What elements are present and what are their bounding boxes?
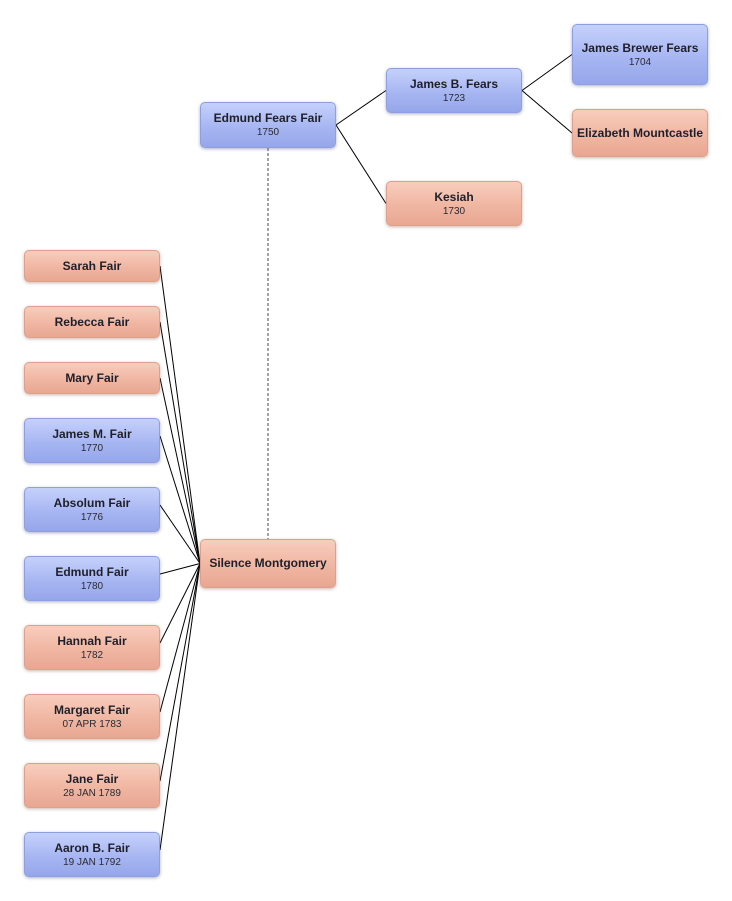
- child-link-mary-fair: [159, 377, 201, 564]
- person-name: James B. Fears: [409, 76, 499, 91]
- person-elizabeth-mountcastle[interactable]: Elizabeth Mountcastle: [572, 109, 708, 157]
- person-hannah-fair[interactable]: Hannah Fair 1782: [24, 625, 160, 670]
- person-year: 1704: [628, 56, 652, 68]
- person-jane-fair[interactable]: Jane Fair 28 JAN 1789: [24, 763, 160, 808]
- person-absolum-fair[interactable]: Absolum Fair 1776: [24, 487, 160, 532]
- child-link-jane-fair: [159, 563, 201, 782]
- person-silence-montgomery[interactable]: Silence Montgomery: [200, 539, 336, 588]
- person-name: Aaron B. Fair: [54, 840, 130, 855]
- person-year: 1750: [256, 127, 280, 138]
- parent-link-kesiah: [335, 124, 387, 204]
- person-name: Absolum Fair: [53, 495, 131, 510]
- person-name: Mary Fair: [65, 370, 119, 385]
- person-name: Elizabeth Mountcastle: [576, 125, 704, 140]
- person-name: James Brewer Fears: [581, 40, 699, 55]
- parent-link-elizabeth-mountcastle: [521, 90, 573, 134]
- person-year: 1723: [442, 92, 466, 104]
- person-name: Sarah Fair: [62, 258, 122, 273]
- person-aaron-b-fair[interactable]: Aaron B. Fair 19 JAN 1792: [24, 832, 160, 877]
- child-link-sarah-fair: [159, 265, 201, 564]
- person-james-m-fair[interactable]: James M. Fair 1770: [24, 418, 160, 463]
- person-year: 1770: [80, 442, 104, 454]
- person-year: 1776: [80, 511, 104, 523]
- person-year: 1730: [442, 205, 466, 217]
- person-mary-fair[interactable]: Mary Fair: [24, 362, 160, 394]
- child-link-edmund-fair: [159, 563, 201, 575]
- person-kesiah[interactable]: Kesiah 1730: [386, 181, 522, 226]
- child-link-margaret-fair: [159, 563, 201, 713]
- person-sarah-fair[interactable]: Sarah Fair: [24, 250, 160, 282]
- person-name: Jane Fair: [65, 771, 119, 786]
- person-name: Silence Montgomery: [209, 556, 327, 570]
- person-name: James M. Fair: [52, 426, 132, 441]
- person-james-brewer-fears[interactable]: James Brewer Fears 1704: [572, 24, 708, 85]
- person-name: Edmund Fears Fair: [213, 111, 323, 125]
- person-year: 07 APR 1783: [62, 718, 122, 730]
- person-name: Rebecca Fair: [54, 314, 130, 329]
- person-james-b-fears[interactable]: James B. Fears 1723: [386, 68, 522, 113]
- parent-link-james-b-fears: [335, 90, 387, 126]
- person-edmund-fair[interactable]: Edmund Fair 1780: [24, 556, 160, 601]
- child-link-rebecca-fair: [159, 321, 201, 564]
- person-year: 1782: [80, 649, 104, 661]
- child-link-james-m-fair: [159, 435, 201, 564]
- person-year: 28 JAN 1789: [63, 787, 121, 799]
- person-name: Kesiah: [434, 189, 474, 204]
- person-edmund-fears-fair[interactable]: Edmund Fears Fair 1750: [200, 102, 336, 148]
- person-rebecca-fair[interactable]: Rebecca Fair: [24, 306, 160, 338]
- child-link-absolum-fair: [159, 504, 201, 564]
- child-link-hannah-fair: [159, 563, 201, 644]
- person-year: 19 JAN 1792: [63, 856, 121, 868]
- person-name: Hannah Fair: [57, 633, 127, 648]
- child-link-aaron-b-fair: [159, 563, 201, 851]
- parent-link-james-brewer-fears: [521, 54, 573, 91]
- person-year: 1780: [80, 580, 104, 592]
- person-name: Edmund Fair: [55, 564, 129, 579]
- person-name: Margaret Fair: [53, 702, 131, 717]
- person-margaret-fair[interactable]: Margaret Fair 07 APR 1783: [24, 694, 160, 739]
